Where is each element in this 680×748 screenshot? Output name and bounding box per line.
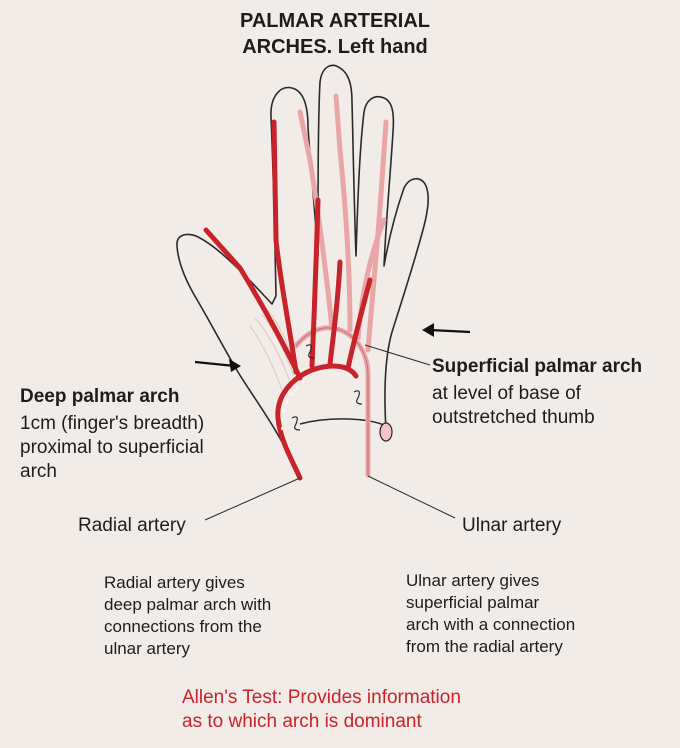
deep-arteries: [203, 119, 373, 481]
radial-note-line-2: deep palmar arch with: [104, 595, 272, 614]
radial-note: Radial artery gives deep palmar arch wit…: [104, 572, 271, 660]
allens-test-note: Allen's Test: Provides information as to…: [182, 686, 461, 734]
deep-arch-desc-2: proximal to superficial: [20, 437, 204, 458]
leader-radial: [204, 477, 301, 521]
ulnar-note-line-1: Ulnar artery gives: [406, 571, 540, 590]
allens-test-line-1: Allen's Test: Provides information: [182, 687, 461, 708]
deep-arch-label: Deep palmar arch 1cm (finger's breadth) …: [20, 386, 204, 484]
page-title: PALMAR ARTERIAL ARCHES. Left hand: [205, 8, 465, 60]
radial-note-line-4: ulnar artery: [104, 639, 190, 658]
title-line-2: ARCHES. Left hand: [242, 36, 428, 58]
deep-arch-desc-3: arch: [20, 461, 57, 482]
ulnar-artery-label: Ulnar artery: [462, 515, 562, 536]
radial-note-line-1: Radial artery gives: [104, 573, 245, 592]
superficial-arch-label: Superficial palmar arch at level of base…: [432, 356, 642, 430]
superficial-arch-name: Superficial palmar arch: [432, 356, 643, 377]
ulnar-note-line-4: from the radial artery: [406, 637, 563, 656]
radial-note-line-3: connections from the: [104, 617, 262, 636]
radial-artery-label: Radial artery: [78, 515, 186, 536]
ulnar-note-line-3: arch with a connection: [406, 615, 576, 634]
leader-superficial: [364, 344, 431, 366]
superficial-arch-desc-1: at level of base of: [432, 383, 581, 404]
deep-arch-desc-1: 1cm (finger's breadth): [20, 413, 205, 434]
leader-ulnar: [367, 475, 456, 519]
ulnar-note: Ulnar artery gives superficial palmar ar…: [406, 570, 575, 658]
hand-outline: [176, 64, 429, 443]
arrow-left: [194, 359, 241, 372]
wrist-crease: [299, 418, 387, 427]
deep-arch-name: Deep palmar arch: [20, 386, 180, 407]
title-line-1: PALMAR ARTERIAL: [240, 10, 430, 32]
ulnar-note-line-2: superficial palmar: [406, 593, 540, 612]
arrow-right: [422, 323, 471, 337]
superficial-arch-desc-2: outstretched thumb: [432, 407, 595, 428]
allens-test-line-2: as to which arch is dominant: [182, 711, 422, 732]
